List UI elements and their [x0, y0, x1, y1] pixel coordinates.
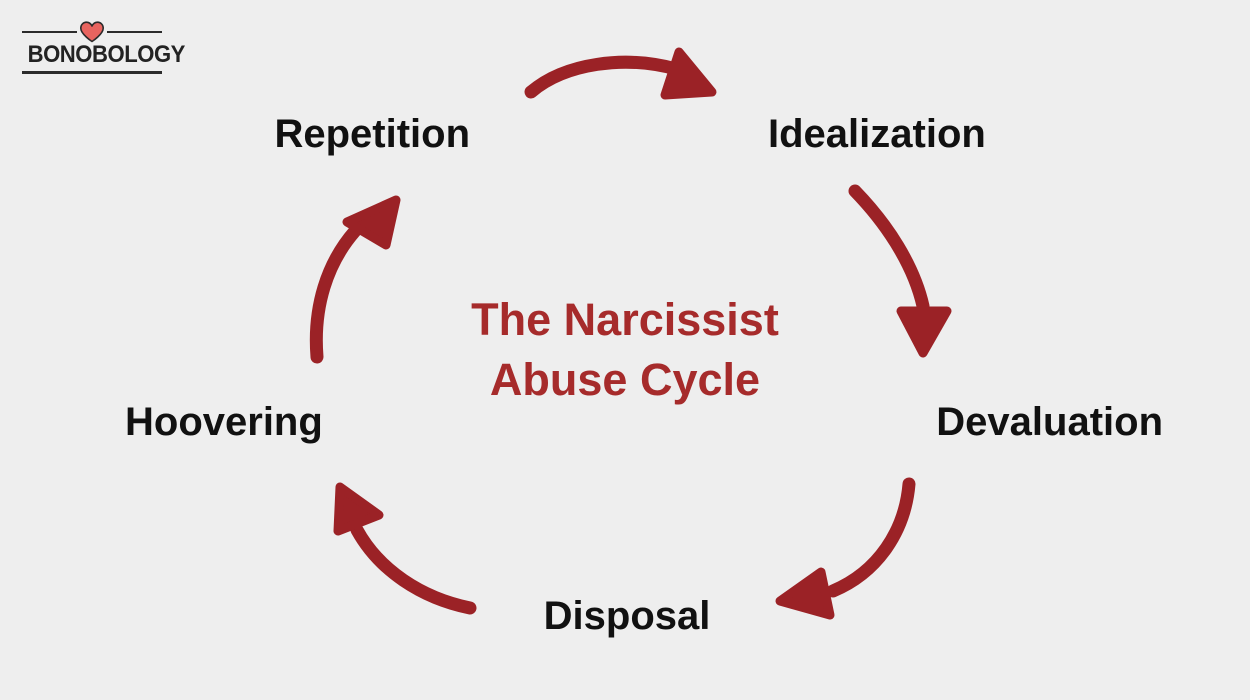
- page-title-line-1: The Narcissist: [471, 294, 779, 345]
- logo-rule-bottom: [22, 71, 162, 74]
- stage-label-hoovering: Hoovering: [125, 400, 323, 444]
- logo-rule-left: [22, 31, 77, 33]
- arrow-disposal-to-hoovering: [333, 482, 477, 615]
- logo-top-row: [22, 21, 162, 43]
- bonobology-logo: BONOBOLOGY: [22, 21, 185, 82]
- arrow-hoovering-to-repetition: [309, 195, 401, 364]
- stage-label-repetition: Repetition: [274, 112, 470, 156]
- heart-icon: [77, 21, 107, 43]
- page-title-line-2: Abuse Cycle: [489, 354, 761, 405]
- arrow-repetition-to-idealization: [524, 47, 717, 100]
- logo-rule-right: [107, 31, 162, 33]
- arrow-devaluation-to-disposal: [775, 477, 916, 620]
- arrow-idealization-to-devaluation: [848, 184, 952, 358]
- page-title: The Narcissist Abuse Cycle: [471, 290, 779, 410]
- stage-label-devaluation: Devaluation: [936, 400, 1163, 444]
- stage-label-idealization: Idealization: [768, 112, 986, 156]
- stage-label-disposal: Disposal: [543, 594, 711, 638]
